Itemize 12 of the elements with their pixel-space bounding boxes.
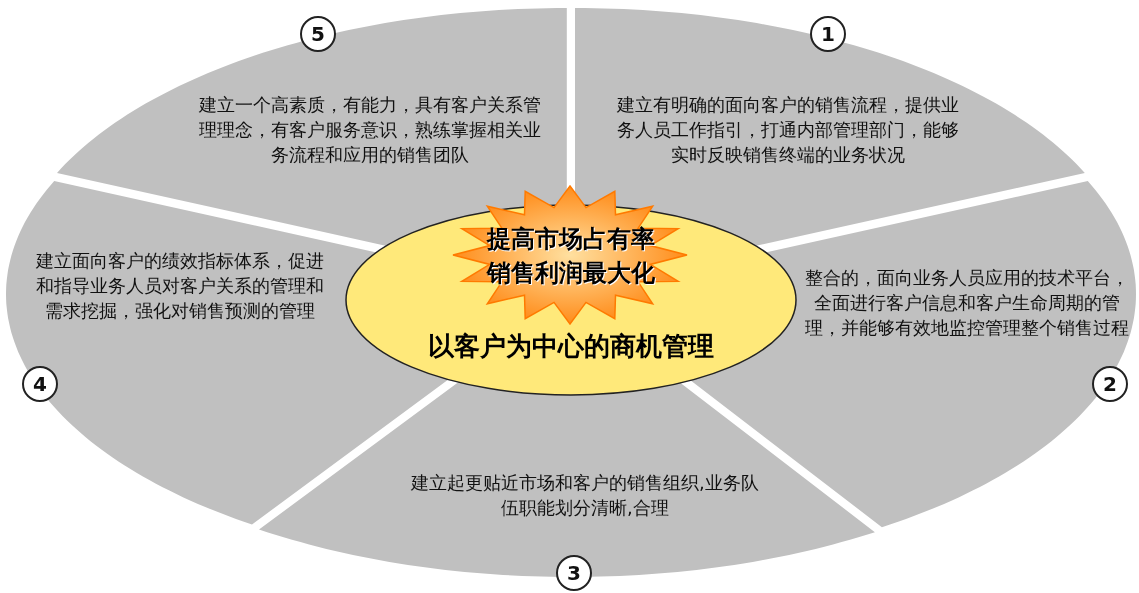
number-circle: 2 <box>1092 366 1128 402</box>
segment-text: 建立一个高素质，有能力，具有客户关系管理理念，有客户服务意识，熟练掌握相关业务流程和应用的销售团队 <box>198 93 542 167</box>
number-circle: 5 <box>300 16 336 52</box>
center-title: 以客户为中心的商机管理 <box>427 330 715 362</box>
goal-text: 销售利润最大化 <box>485 258 656 288</box>
goal-text: 提高市场占有率 <box>485 224 656 254</box>
number-circle: 1 <box>810 16 846 52</box>
segment-text: 建立起更贴近市场和客户的销售组织,业务队伍职能划分清晰,合理 <box>410 471 760 520</box>
segment-text: 建立面向客户的绩效指标体系，促进和指导业务人员对客户关系的管理和需求挖掘，强化对销售预测的管理 <box>35 249 325 323</box>
segment-text: 建立有明确的面向客户的销售流程，提供业务人员工作指引，打通内部管理部门，能够实时反映销售终端的业务状况 <box>615 93 960 167</box>
number-circle: 3 <box>556 555 592 591</box>
segment-text: 整合的，面向业务人员应用的技术平台，全面进行客户信息和客户生命周期的管理，并能够有效地监控管理整个销售过程 <box>805 266 1130 340</box>
